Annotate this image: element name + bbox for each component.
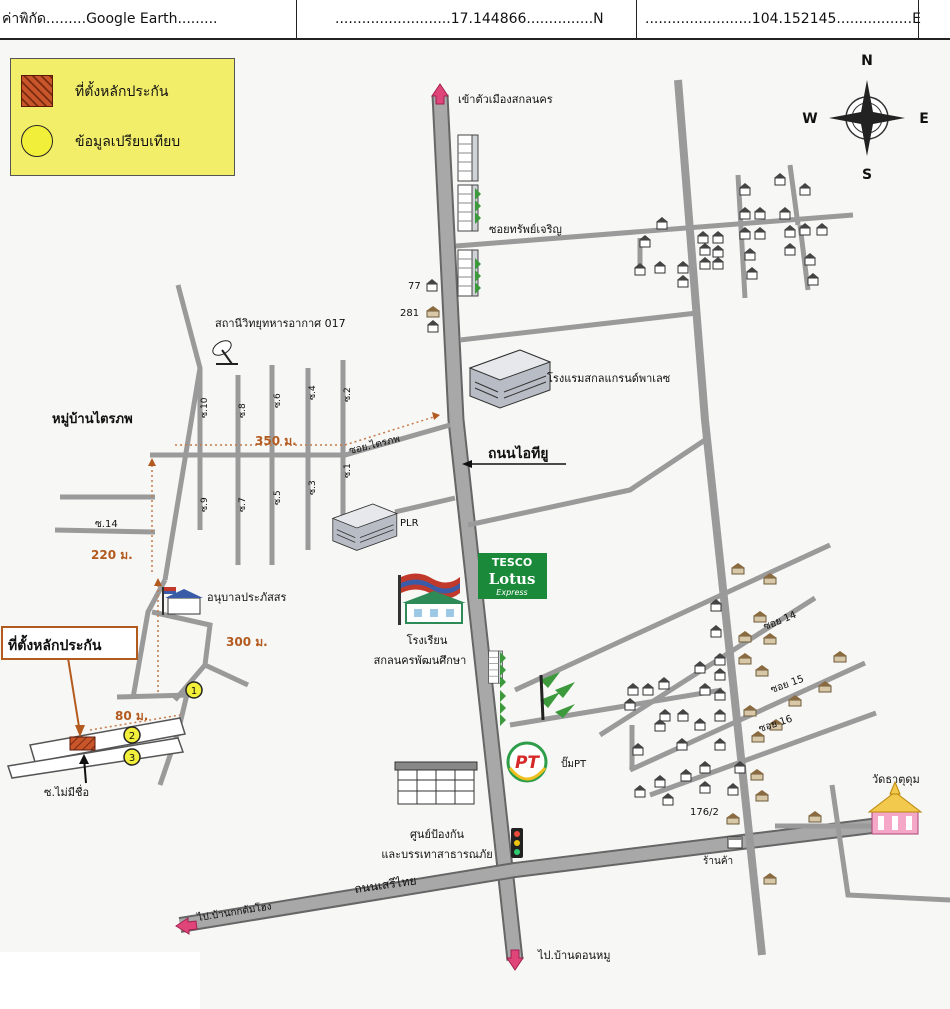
header-divider [636, 0, 637, 38]
label-soi-sapcharoen: ซอยทรัพย์เจริญ [489, 223, 562, 236]
comparison-marker-2: 2 [123, 726, 141, 744]
label-shop: ร้านค้า [703, 855, 733, 867]
legend-row-collateral: ที่ตั้งหลักประกัน [11, 71, 234, 111]
legend-row-comparison: ข้อมูลเปรียบเทียบ [11, 121, 234, 161]
compass-n: N [861, 53, 873, 69]
soi-label: ซ.2 [343, 387, 353, 402]
main-road-fill [433, 94, 522, 961]
latitude-value: ..........................17.144866.....… [335, 11, 604, 27]
soi-label: ซ.7 [238, 497, 248, 512]
compass-s: S [862, 167, 872, 183]
hotel-building-icon [469, 349, 551, 409]
soi-label: ซ.1 [343, 463, 353, 478]
soi-label: ซ.4 [308, 385, 318, 400]
seri-thai-road-fill [179, 819, 881, 931]
lotus-text: Lotus [489, 570, 536, 588]
label-77: 77 [408, 281, 421, 292]
tesco-lotus-logo: TESCO Lotus Express [478, 553, 547, 599]
map-legend: ที่ตั้งหลักประกัน ข้อมูลเปรียบเทียบ [10, 58, 235, 176]
label-to-city: เข้าตัวเมืองสกลนคร [458, 93, 553, 106]
soi-label: ซ.3 [308, 480, 318, 495]
arrow-to-don-mu [506, 949, 524, 971]
label-soi-noname: ซ.ไม่มีชื่อ [44, 784, 89, 799]
label-road-ai-thi-yu: ถนนไอทียู [488, 444, 549, 462]
shop-icon [727, 836, 743, 849]
comparison-marker-3: 3 [123, 748, 141, 766]
compass-rose-icon: N S E W [802, 53, 929, 183]
road-network [7, 79, 950, 961]
label-soi-14: ซอย 14 [762, 610, 798, 633]
label-pt-pump: ปั๊มPT [561, 756, 587, 770]
map-labels: เข้าตัวเมืองสกลนคร ซอยทรัพย์เจริญ 77 281… [8, 93, 920, 962]
header-divider [296, 0, 297, 38]
svg-text:2: 2 [129, 731, 135, 742]
traffic-light-icon [511, 828, 523, 858]
temple-icon [867, 780, 923, 835]
school-icon [398, 573, 466, 625]
soi-label: ซ.8 [238, 403, 248, 418]
soi-label: ซ.6 [273, 393, 283, 408]
collateral-swatch-icon [21, 75, 53, 107]
coordinate-source: ค่าพิกัด.........Google Earth......... [2, 11, 218, 27]
express-text: Express [496, 588, 527, 597]
label-center-1: ศูนย์ป้องกัน [410, 828, 465, 841]
comparison-swatch-icon [21, 125, 53, 157]
header-divider [918, 0, 919, 38]
arrow-to-ban-kok [175, 917, 198, 935]
soi-label: ซ.9 [200, 497, 210, 512]
label-soi-16: ซอย 16 [758, 714, 794, 735]
compass-e: E [919, 111, 929, 127]
soi-label: ซ.5 [273, 490, 283, 505]
label-school-1: โรงเรียน [407, 633, 448, 647]
longitude-value: ........................104.152145......… [645, 11, 921, 27]
legend-comparison-label: ข้อมูลเปรียบเทียบ [75, 134, 181, 150]
label-temple: วัดธาตุดุม [872, 773, 920, 786]
soi-labels: ซ.10 ซ.8 ซ.6 ซ.4 ซ.2 ซ.9 ซ.7 ซ.5 ซ.3 ซ.1 [200, 385, 353, 512]
distance-arrowheads [148, 412, 440, 586]
label-80m: 80 ม. [115, 709, 148, 723]
label-center-2: และบรรเทาสาธารณภัย [381, 848, 492, 861]
comparison-marker-1: 1 [185, 681, 203, 699]
collateral-parcel [69, 736, 96, 751]
label-to-don-mu: ไป.บ้านดอนหมู [537, 949, 610, 962]
tree-rows-icon [500, 652, 575, 726]
label-plr: PLR [400, 518, 419, 529]
label-220m: 220 ม. [91, 548, 133, 562]
arrow-to-city [431, 83, 449, 105]
svg-text:3: 3 [129, 753, 135, 764]
pt-logo: PT [506, 741, 548, 783]
collateral-pointer [67, 657, 81, 734]
blank-corner [0, 952, 200, 1009]
compass-w: W [802, 111, 817, 127]
label-300m: 300 ม. [226, 635, 268, 649]
label-281: 281 [400, 308, 419, 319]
soi-noname-road-2 [7, 737, 185, 779]
label-radio-station: สถานีวิทยุทหารอากาศ 017 [215, 317, 346, 330]
svg-text:1: 1 [191, 686, 197, 697]
label-kindergarten: อนุบาลประภัสสร [207, 591, 287, 604]
distance-guides [89, 414, 441, 731]
label-collateral-box: ที่ตั้งหลักประกัน [8, 634, 102, 654]
coordinate-header: ค่าพิกัด.........Google Earth......... .… [0, 0, 950, 40]
tesco-text: TESCO [492, 556, 532, 569]
collateral-label-box [1, 626, 138, 660]
disaster-center-icon [394, 761, 478, 805]
label-village: หมู่บ้านไตรภพ [52, 410, 133, 427]
label-soi-14-left: ซ.14 [95, 519, 118, 530]
soi-label: ซ.10 [200, 397, 210, 418]
noname-pointer-head [79, 754, 89, 764]
radio-dish-icon [212, 340, 238, 365]
label-hotel: โรงแรมสกลแกรนด์พาเลซ [547, 371, 671, 385]
legend-collateral-label: ที่ตั้งหลักประกัน [75, 84, 169, 100]
pt-logo-text: PT [515, 753, 540, 773]
label-176-2: 176/2 [690, 807, 719, 818]
collateral-pointer-head [75, 725, 85, 737]
road-end-arrows [175, 83, 524, 971]
label-350m: 350 ม. [255, 434, 297, 448]
label-school-2: สกลนครพัฒนศึกษา [374, 654, 467, 667]
kindergarten-icon [162, 587, 203, 615]
east-road [674, 79, 766, 956]
